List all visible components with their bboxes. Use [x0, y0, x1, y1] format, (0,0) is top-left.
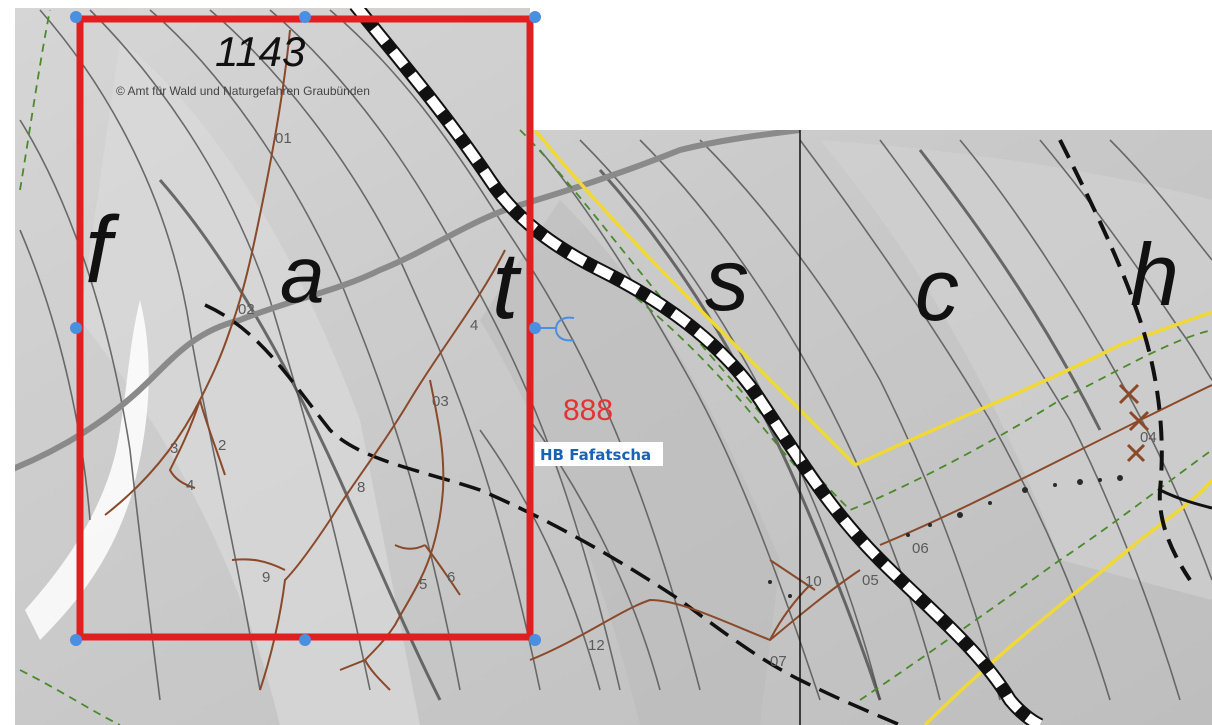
stream — [15, 127, 801, 473]
circle-handle-icon[interactable] — [529, 634, 541, 646]
resize-handles[interactable] — [70, 11, 541, 646]
trail-number: 10 — [805, 573, 822, 590]
letter-h: h — [1130, 225, 1179, 324]
circle-handle-icon[interactable] — [299, 634, 311, 646]
trail-number: 2 — [218, 437, 226, 454]
trail-number: 8 — [357, 479, 365, 496]
elevation-label-top: 1143 — [215, 28, 305, 75]
trail-number: 3 — [170, 440, 178, 457]
letter-a: a — [280, 230, 325, 319]
dotted-points — [768, 475, 1123, 598]
trail-number: 06 — [912, 540, 929, 557]
trail-number: 03 — [432, 393, 449, 410]
circle-handle-icon[interactable] — [70, 634, 82, 646]
trail-number: 12 — [588, 637, 605, 654]
elevation-label-point: 888 — [563, 394, 613, 427]
trail-number: 01 — [275, 130, 292, 147]
place-label: HB Fafatscha — [540, 446, 651, 464]
trail-number: 9 — [262, 569, 270, 586]
place-letters: f a t s c h — [85, 197, 1179, 339]
circle-handle-icon[interactable] — [70, 322, 82, 334]
trail-number: 07 — [770, 653, 787, 670]
trail-number: 04 — [1140, 429, 1157, 446]
trail-number: 6 — [447, 569, 455, 586]
x-markers — [1118, 383, 1150, 463]
letter-t: t — [492, 233, 522, 339]
place-label-box[interactable]: HB Fafatscha — [535, 442, 663, 466]
trail-number: 02 — [238, 301, 255, 318]
circle-handle-icon[interactable] — [529, 11, 541, 23]
main-road — [349, 8, 1212, 725]
circle-handle-icon[interactable] — [70, 11, 82, 23]
trail-numbers: 01 02 03 4 3 2 4 8 9 5 6 12 07 10 05 06 … — [170, 130, 1157, 670]
yellow-boundary — [533, 128, 1212, 725]
trail-number: 5 — [419, 576, 427, 593]
trail-number: 4 — [470, 317, 478, 334]
letter-s: s — [705, 230, 749, 329]
circle-handle-icon[interactable] — [299, 11, 311, 23]
trail-number: 4 — [186, 477, 194, 494]
circle-handle-icon[interactable] — [529, 322, 541, 334]
trail-number: 05 — [862, 572, 879, 589]
letter-c: c — [915, 240, 959, 339]
copyright-text: © Amt für Wald und Naturgefahren Graubün… — [116, 84, 370, 98]
forest-roads — [104, 29, 1212, 691]
